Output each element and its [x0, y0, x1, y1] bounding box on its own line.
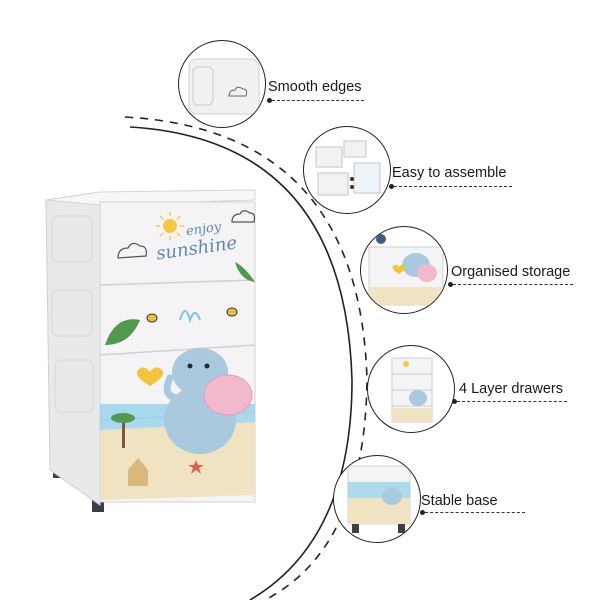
leaf-print	[105, 319, 140, 345]
stable-base-dot	[420, 510, 425, 515]
stable-base-leader	[425, 512, 525, 513]
easy-to-assemble-label: Easy to assemble	[392, 165, 507, 181]
easy-to-assemble-leader	[394, 186, 512, 187]
organised-storage-leader	[453, 284, 573, 285]
easy-to-assemble-thumbnail	[303, 126, 391, 214]
smooth-edges-label: Smooth edges	[268, 79, 362, 95]
solid-arc	[129, 126, 353, 600]
layer-drawers-thumbnail	[367, 345, 455, 433]
heart-print	[136, 367, 164, 386]
layer-drawers-label: 4 Layer drawers	[459, 381, 563, 397]
bee-print	[146, 313, 158, 323]
foot-front	[92, 500, 104, 512]
smooth-edges-dot	[267, 98, 272, 103]
stable-base-label: Stable base	[421, 493, 498, 509]
layer-drawers-leader	[457, 401, 567, 402]
layer-drawers-dot	[452, 399, 457, 404]
smooth-edges-thumbnail	[178, 40, 266, 128]
organised-storage-dot	[448, 282, 453, 287]
smooth-edges-leader	[272, 100, 364, 101]
dashed-arc	[124, 116, 368, 600]
elephant-ear	[203, 374, 253, 416]
organised-storage-thumbnail	[360, 226, 448, 314]
cabinet-top	[45, 189, 256, 206]
stable-base-thumbnail	[333, 455, 421, 543]
easy-to-assemble-dot	[389, 184, 394, 189]
organised-storage-label: Organised storage	[451, 264, 571, 280]
cloud-print	[117, 242, 147, 259]
sun-print	[163, 219, 177, 233]
